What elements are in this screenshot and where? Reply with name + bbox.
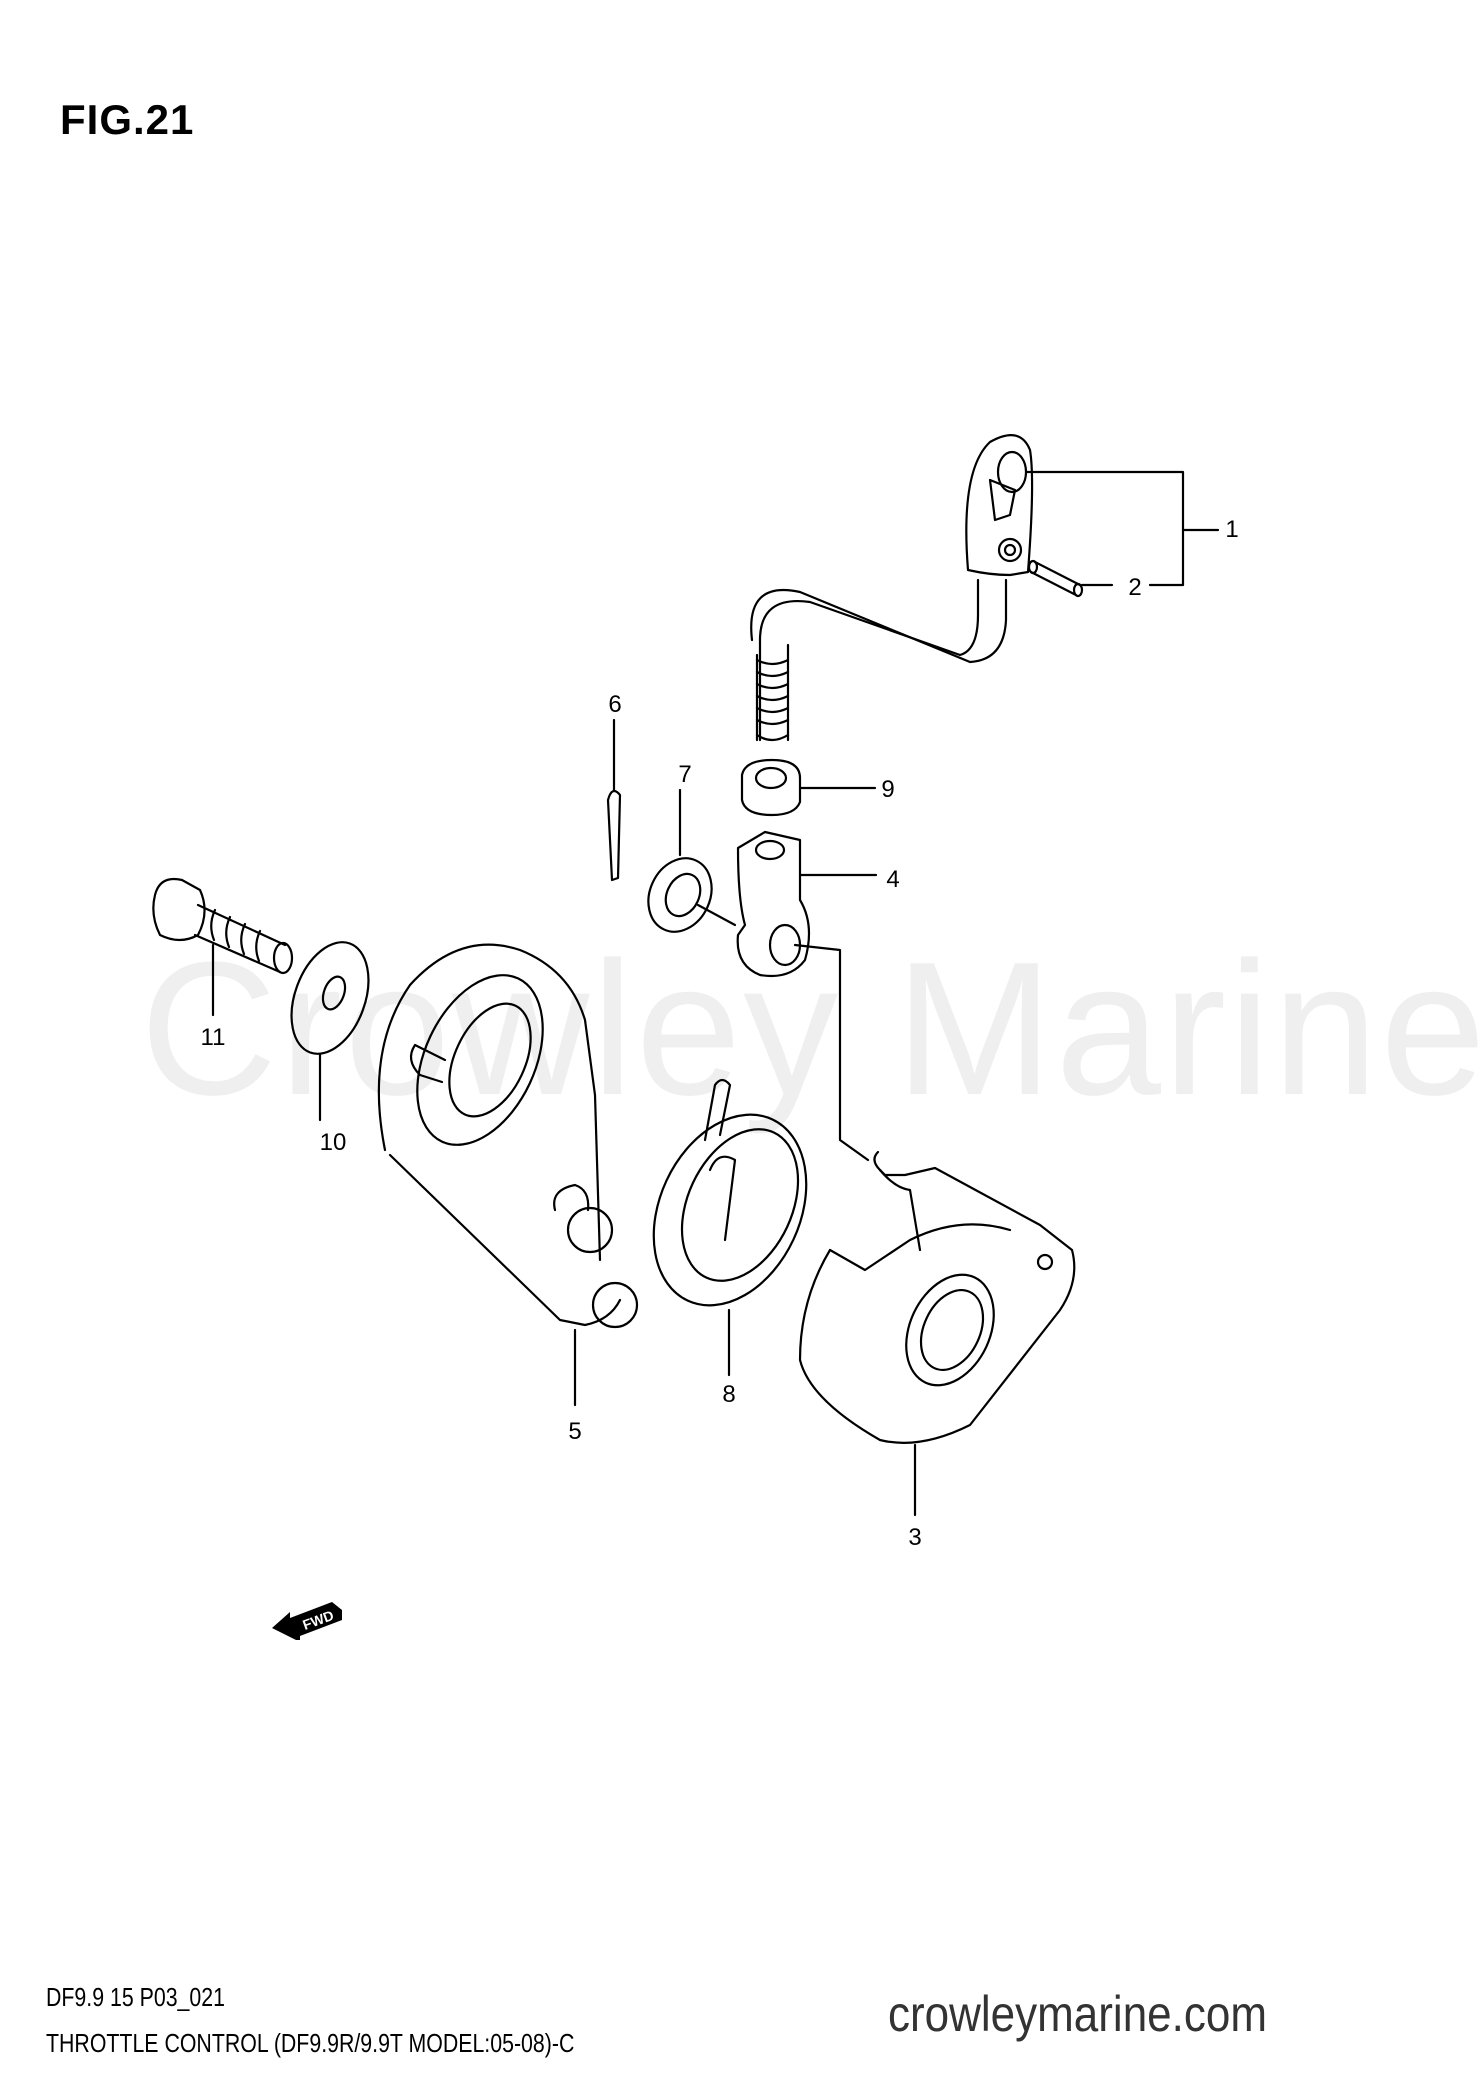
part-5-lever: [377, 943, 639, 1407]
part-10-washer: [290, 941, 370, 1122]
callout-11[interactable]: 11: [200, 1024, 226, 1051]
part-2-pin: [1027, 559, 1084, 598]
figure-title: FIG.21: [60, 96, 195, 143]
diagram-code: DF9.9 15 P03_021: [46, 1982, 225, 2012]
part-6-cotter-pin: [606, 718, 622, 882]
fwd-arrow-icon: FWD: [272, 1602, 342, 1640]
part-4-joint: [736, 830, 878, 978]
callout-3[interactable]: 3: [908, 1524, 922, 1551]
part-8-spring: [652, 1078, 808, 1377]
part-3-housing: [798, 1150, 1076, 1517]
callout-1[interactable]: 1: [1225, 516, 1239, 543]
diagram-title: THROTTLE CONTROL (DF9.9R/9.9T MODEL:05-0…: [46, 2028, 575, 2058]
site-link[interactable]: crowleymarine.com: [888, 1986, 1267, 2042]
callout-2[interactable]: 2: [1128, 574, 1142, 601]
part-7-washer: [647, 788, 737, 933]
callout-9[interactable]: 9: [881, 776, 895, 803]
part-11-bolt: [152, 877, 294, 1017]
callout-8[interactable]: 8: [722, 1381, 736, 1408]
callout-6[interactable]: 6: [608, 691, 622, 718]
callout-10[interactable]: 10: [319, 1129, 347, 1156]
callout-4[interactable]: 4: [886, 866, 900, 893]
callout-5[interactable]: 5: [568, 1418, 582, 1445]
callout-7[interactable]: 7: [678, 761, 692, 788]
part-9-nut: [740, 758, 877, 817]
part-1-throttle-rod: [750, 434, 1034, 742]
